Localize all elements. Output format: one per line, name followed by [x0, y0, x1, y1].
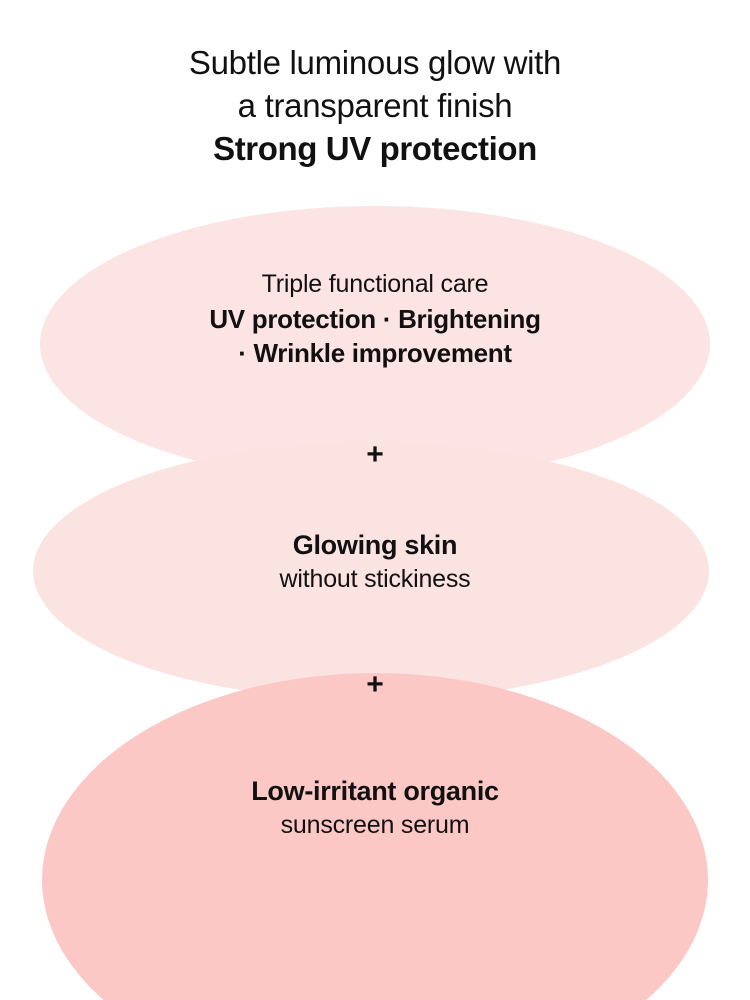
bubble-text-glowing-skin: Glowing skin without stickiness: [0, 527, 750, 597]
ellipse-low-irritant-organic: [42, 673, 708, 1000]
ellipse-triple-functional-care: [40, 206, 710, 482]
bubble1-line-2: UV protection · Brightening: [209, 303, 541, 334]
plus-connector-1: +: [366, 438, 384, 471]
bubble2-line-2: without stickiness: [279, 565, 471, 594]
bubble3-line-2: sunscreen serum: [280, 811, 470, 840]
bubble1-line-1: Triple functional care: [261, 270, 489, 298]
headline-line-1: Subtle luminous glow with: [188, 44, 562, 81]
bubble-text-low-irritant-organic: Low-irritant organic sunscreen serum: [0, 773, 750, 843]
plus-connector-2: +: [366, 668, 384, 701]
headline-line-2: a transparent finish: [237, 86, 513, 124]
headline-line-3: Strong UV protection: [213, 129, 537, 167]
bubble-text-triple-functional-care: Triple functional care UV protection · B…: [0, 268, 750, 371]
bubble1-line-3: · Wrinkle improvement: [238, 338, 512, 369]
bubble2-line-1: Glowing skin: [292, 530, 458, 560]
bubble3-line-1: Low-irritant organic: [251, 776, 499, 806]
page-headline: Subtle luminous glow with a transparent …: [0, 42, 750, 171]
ellipse-glowing-skin: [33, 442, 709, 700]
